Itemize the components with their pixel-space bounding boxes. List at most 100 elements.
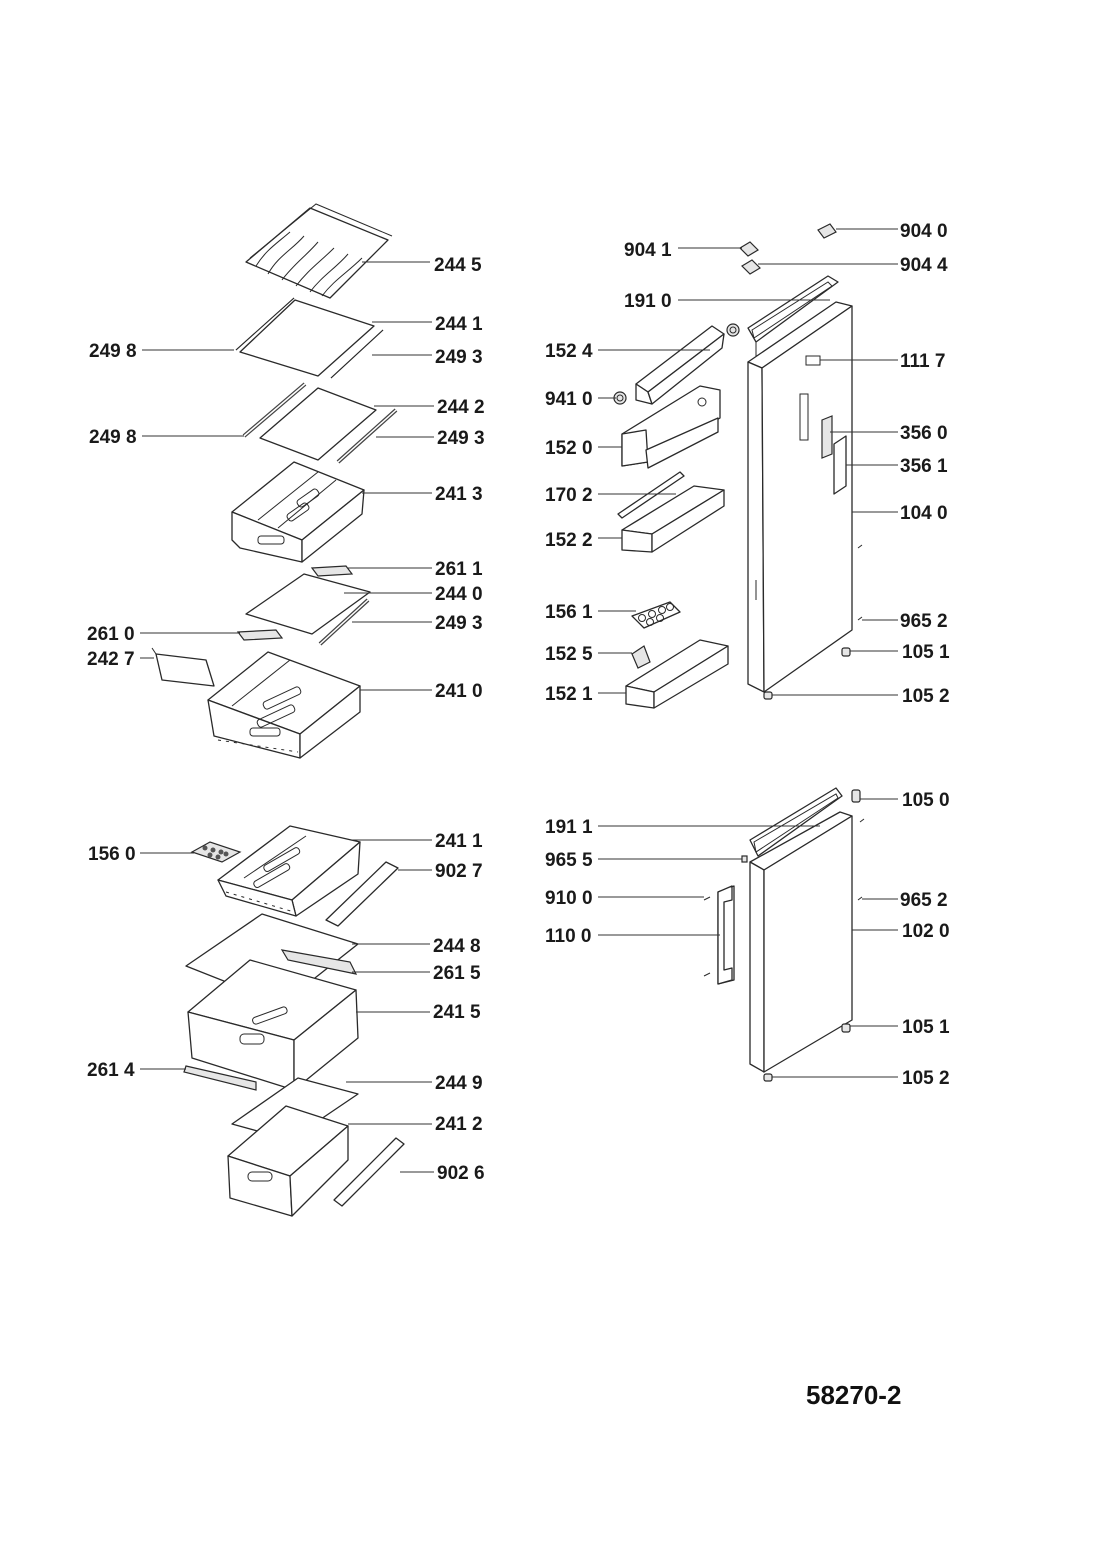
callout-241-5: 241 5: [433, 1002, 481, 1023]
callout-156-0: 156 0: [88, 844, 136, 865]
hinge-105-1-bottom-drawing: [841, 1023, 851, 1033]
shelf-244-2-drawing: [242, 382, 398, 464]
strip-261-0-drawing: [236, 629, 284, 641]
knob-unlabeled-drawing: [726, 323, 740, 337]
callout-904-1: 904 1: [624, 240, 672, 261]
callout-249-8-a: 249 8: [89, 341, 137, 362]
callout-105-0: 105 0: [902, 790, 950, 811]
screw-965-2-bottom-drawing: [857, 896, 863, 901]
callout-902-7: 902 7: [435, 861, 483, 882]
callout-965-2-a: 965 2: [900, 611, 948, 632]
callout-102-0: 102 0: [902, 921, 950, 942]
door-bin-152-2-drawing: [621, 485, 725, 553]
screw-965-5-drawing: [741, 855, 748, 863]
strip-261-4-drawing: [183, 1065, 257, 1091]
callout-965-5: 965 5: [545, 850, 593, 871]
callout-105-1-b: 105 1: [902, 1017, 950, 1038]
callout-242-7: 242 7: [87, 649, 135, 670]
hinge-plate-904-4-drawing: [741, 259, 761, 275]
handle-110-0-drawing: [717, 885, 735, 985]
door-gasket-191-0-drawing: [747, 275, 839, 360]
hinge-105-1-top-drawing: [841, 647, 851, 657]
freezer-door-104-0-drawing: [747, 301, 853, 693]
callout-111-7: 111 7: [900, 351, 945, 372]
callout-156-1: 156 1: [545, 602, 593, 623]
callout-241-2: 241 2: [435, 1114, 483, 1135]
rail-902-6-drawing: [333, 1137, 405, 1207]
bar-170-2-drawing: [617, 471, 685, 519]
callout-152-0: 152 0: [545, 438, 593, 459]
callout-labels: 244 5 244 1 249 8 249 3 244 2 249 8 249 …: [87, 221, 950, 1184]
strip-261-1-drawing: [310, 565, 354, 577]
card-152-5-drawing: [631, 645, 651, 669]
callout-965-2-b: 965 2: [900, 890, 948, 911]
wine-rack-drawing: [245, 203, 393, 299]
callout-904-0: 904 0: [900, 221, 948, 242]
egg-tray-156-0-drawing: [190, 841, 242, 863]
callout-191-0: 191 0: [624, 291, 672, 312]
door-bin-152-0-drawing: [621, 385, 721, 469]
callout-104-0: 104 0: [900, 503, 948, 524]
callout-170-2: 170 2: [545, 485, 593, 506]
hinge-pin-105-0-drawing: [851, 789, 861, 803]
callout-191-1: 191 1: [545, 817, 593, 838]
callout-261-4: 261 4: [87, 1060, 135, 1081]
callout-261-1: 261 1: [435, 559, 483, 580]
fridge-door-102-0-drawing: [749, 811, 853, 1073]
divider-242-7-drawing: [151, 647, 215, 687]
hinge-plate-904-1-drawing: [739, 241, 759, 257]
callout-152-5: 152 5: [545, 644, 593, 665]
callout-902-6: 902 6: [437, 1163, 485, 1184]
callout-244-1: 244 1: [435, 314, 483, 335]
drawer-241-1-drawing: [217, 825, 361, 917]
lid-152-4-drawing: [635, 325, 725, 405]
callout-249-3-c: 249 3: [435, 613, 483, 634]
callout-244-9: 244 9: [435, 1073, 483, 1094]
callout-249-3-b: 249 3: [437, 428, 485, 449]
callout-244-8: 244 8: [433, 936, 481, 957]
hinge-105-2-bottom-drawing: [763, 1073, 773, 1082]
hinge-105-2-top-drawing: [763, 691, 773, 700]
door-gasket-191-1-drawing: [749, 787, 843, 857]
screw-unlabeled-bottom-drawing: [859, 818, 865, 823]
shelf-244-0-drawing: [245, 573, 371, 646]
callout-241-1: 241 1: [435, 831, 483, 852]
callout-241-0: 241 0: [435, 681, 483, 702]
callout-356-0: 356 0: [900, 423, 948, 444]
callout-261-0: 261 0: [87, 624, 135, 645]
callout-244-5: 244 5: [434, 255, 482, 276]
drawer-241-3-drawing: [231, 461, 365, 563]
screw-unlabeled-top-drawing: [857, 544, 863, 549]
callout-110-0: 110 0: [545, 926, 592, 947]
callout-904-4: 904 4: [900, 255, 948, 276]
drawer-241-5-drawing: [187, 959, 359, 1091]
drawer-241-0-drawing: [207, 651, 361, 759]
callout-261-5: 261 5: [433, 963, 481, 984]
rail-902-7-drawing: [325, 861, 399, 927]
drawer-241-2-drawing: [227, 1105, 349, 1217]
leader-lines: [140, 228, 898, 1173]
screw-965-2-top-drawing: [857, 616, 863, 621]
callout-105-1-a: 105 1: [902, 642, 950, 663]
callout-105-2-a: 105 2: [902, 686, 950, 707]
callout-941-0: 941 0: [545, 389, 593, 410]
callout-244-0: 244 0: [435, 584, 483, 605]
shelf-244-1-drawing: [235, 297, 384, 379]
strip-261-5-drawing: [280, 949, 358, 975]
callout-249-8-b: 249 8: [89, 427, 137, 448]
callout-152-1: 152 1: [545, 684, 593, 705]
egg-holder-156-1-drawing: [631, 601, 681, 629]
callout-910-0: 910 0: [545, 888, 593, 909]
callout-249-3-a: 249 3: [435, 347, 483, 368]
diagram-id: 58270-2: [806, 1380, 901, 1410]
screw-910-0-drawing: [703, 896, 711, 977]
callout-105-2-b: 105 2: [902, 1068, 950, 1089]
callout-241-3: 241 3: [435, 484, 483, 505]
callout-152-4: 152 4: [545, 341, 593, 362]
callout-244-2: 244 2: [437, 397, 485, 418]
callout-356-1: 356 1: [900, 456, 948, 477]
callout-152-2: 152 2: [545, 530, 593, 551]
hinge-plate-904-0-drawing: [817, 223, 837, 239]
door-bin-152-1-drawing: [625, 639, 729, 709]
